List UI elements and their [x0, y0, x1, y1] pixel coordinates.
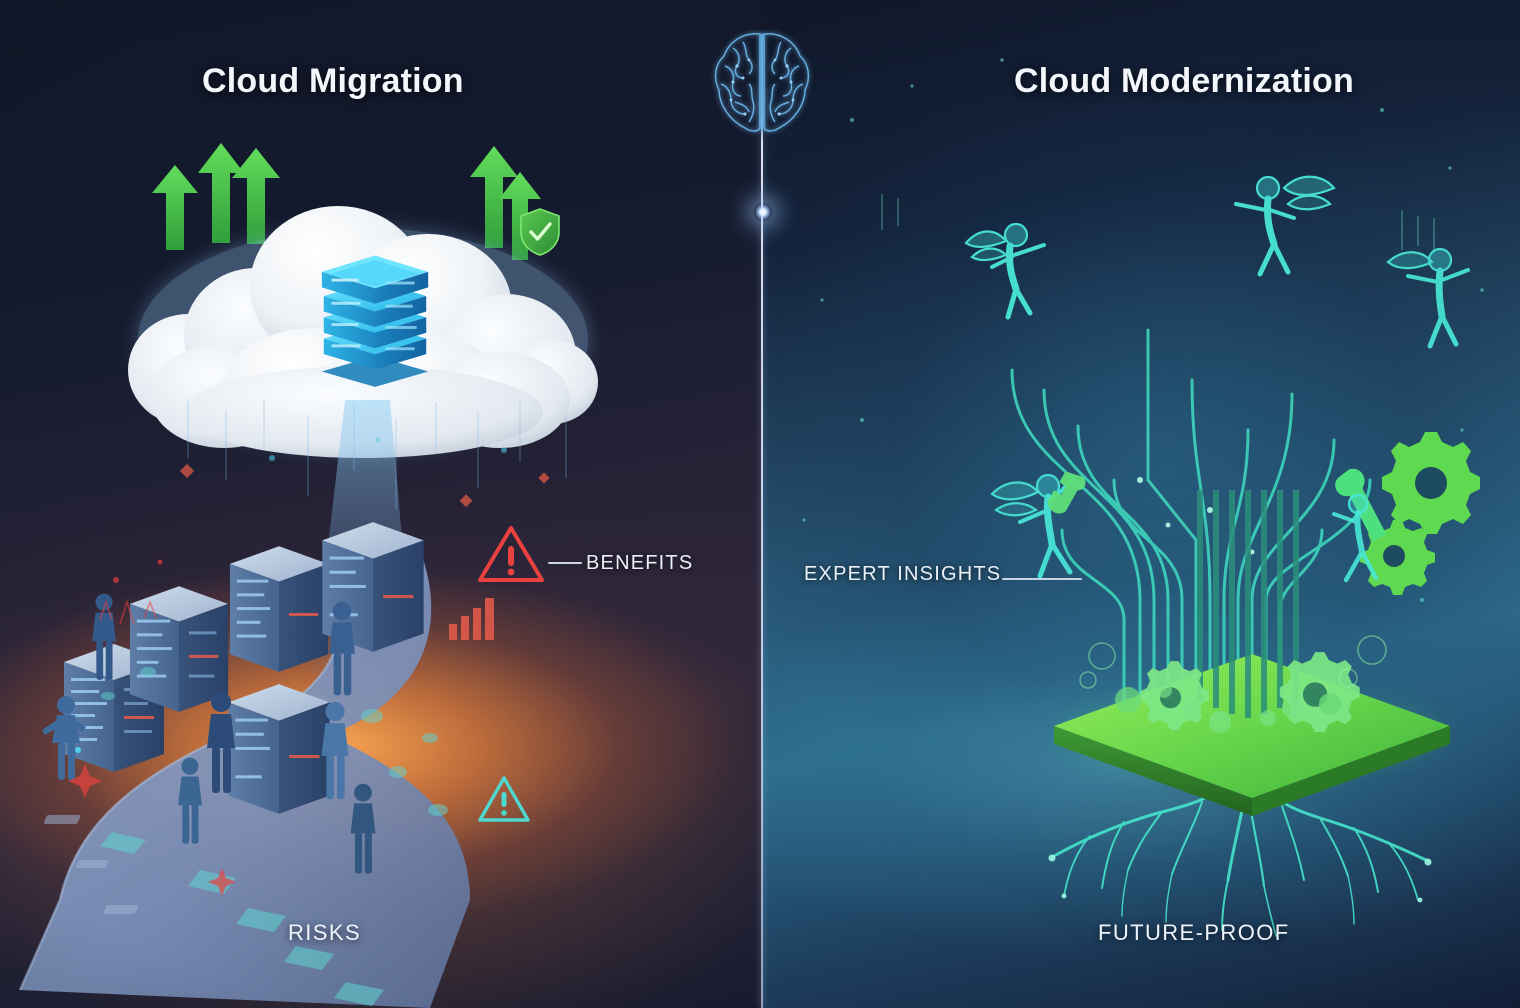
- left-panel-title: Cloud Migration: [202, 62, 464, 100]
- benefits-label: BENEFITS: [586, 552, 694, 574]
- panel-divider: [761, 88, 763, 1008]
- glow-dot-icon: [754, 203, 772, 221]
- right-panel-title: Cloud Modernization: [1014, 62, 1354, 100]
- server-rack-icon: [321, 255, 429, 387]
- right-panel: EXPERT INSIGHTS Cloud Modernization FUTU…: [762, 0, 1520, 1008]
- bar-chart-icon: [449, 598, 494, 640]
- ambient-particles: [802, 58, 1484, 602]
- warning-triangle-icon: [478, 776, 530, 822]
- callout-leader-line: [548, 562, 582, 564]
- warning-triangle-icon: [478, 526, 544, 582]
- left-panel: BENEFITS Cloud Migration RISKS: [0, 0, 762, 1008]
- risks-label: RISKS: [288, 920, 362, 945]
- future-proof-label: FUTURE-PROOF: [1098, 920, 1290, 945]
- debris-icons: [68, 559, 448, 896]
- brain-icon: [714, 33, 810, 132]
